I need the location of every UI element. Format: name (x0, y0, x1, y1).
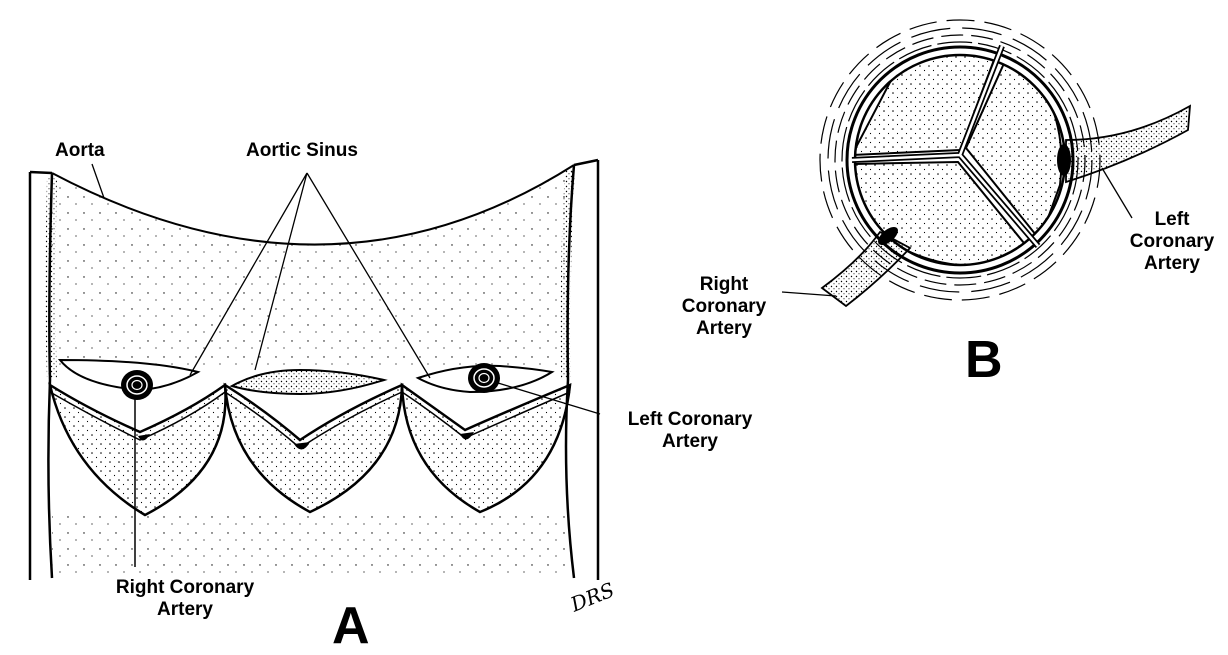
panel-a-drawing (30, 160, 600, 580)
panel-letter-b: B (965, 332, 1003, 388)
label-right-coronary-line-2: Artery (90, 599, 280, 621)
aorta-chamber (52, 165, 574, 365)
right-coronary-ostium (121, 370, 153, 400)
label-left-coronary-line-2: Artery (605, 431, 775, 453)
sinus-pocket-2 (232, 370, 384, 394)
label-left-coronary-line-1: Left Coronary (605, 409, 775, 431)
label-b-right-line-3: Artery (672, 318, 776, 340)
panel-letter-a: A (332, 598, 370, 654)
label-right-coronary-artery-a: Right Coronary Artery (90, 577, 280, 621)
label-b-right-line-2: Coronary (672, 296, 776, 318)
cusp-right (50, 385, 226, 515)
label-right-coronary-line-1: Right Coronary (90, 577, 280, 599)
label-left-coronary-artery-b: Left Coronary Artery (1120, 209, 1224, 275)
label-left-coronary-artery-a: Left Coronary Artery (605, 409, 775, 453)
label-b-right-line-1: Right (672, 274, 776, 296)
label-aorta: Aorta (55, 140, 105, 162)
label-b-left-line-3: Artery (1120, 253, 1224, 275)
cusp-left (402, 385, 570, 512)
label-right-coronary-artery-b: Right Coronary Artery (672, 274, 776, 340)
left-coronary-ostium (468, 363, 500, 393)
label-b-left-line-1: Left (1120, 209, 1224, 231)
label-aortic-sinus: Aortic Sinus (246, 140, 358, 162)
label-b-left-line-2: Coronary (1120, 231, 1224, 253)
